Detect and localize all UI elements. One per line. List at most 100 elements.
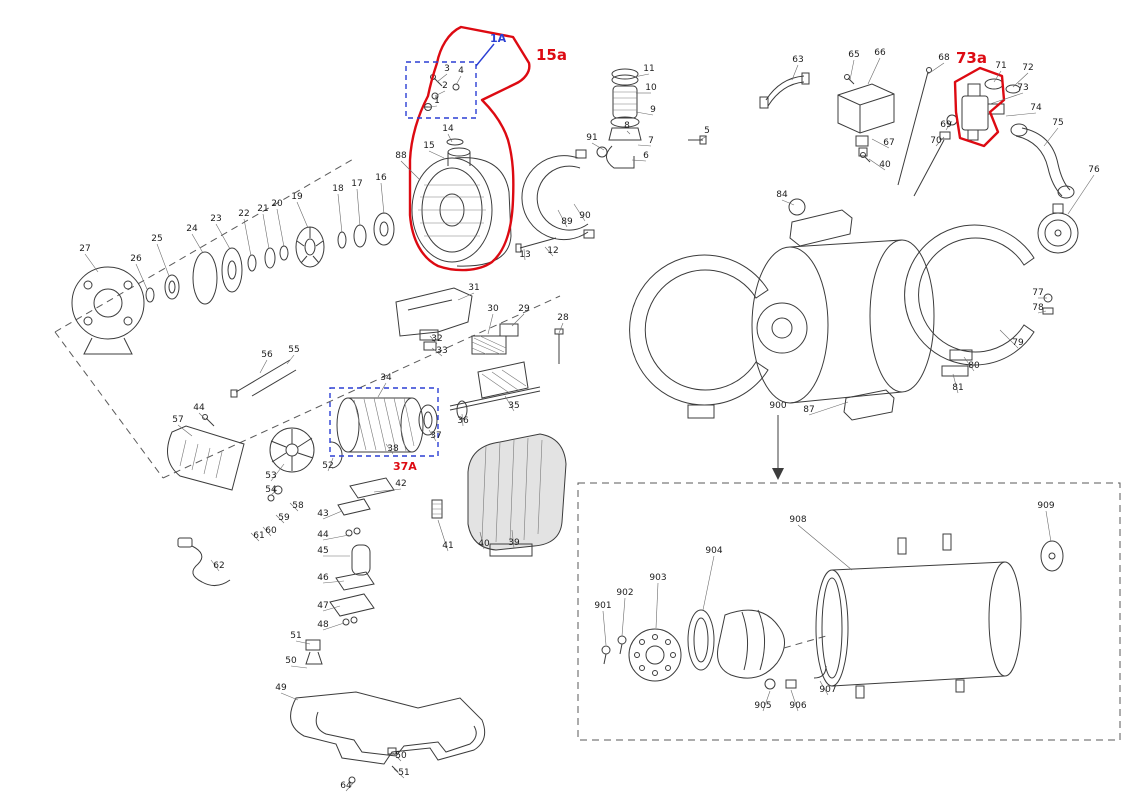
part-label-37: 37 (430, 431, 441, 441)
leader-line-50 (290, 665, 308, 669)
leader-line-69 (945, 120, 953, 131)
part-label-48: 48 (317, 620, 329, 630)
part-label-8: 8 (624, 121, 630, 131)
part-label-1: 1 (434, 96, 440, 106)
leader-line-37 (428, 429, 437, 442)
group-37a-box (329, 387, 439, 457)
part-label-33: 33 (436, 346, 447, 356)
leader-line-904 (702, 555, 715, 611)
leader-line-906 (790, 689, 799, 712)
part-label-71: 71 (995, 61, 1006, 71)
tank-covers (788, 198, 895, 421)
leader-line-63 (791, 64, 799, 81)
part-label-38: 38 (387, 444, 399, 454)
leader-line-39 (511, 529, 515, 549)
power-cord (177, 537, 231, 586)
leader-line-91 (591, 142, 605, 151)
part-label-44: 44 (193, 403, 205, 413)
leader-line-55 (286, 354, 295, 365)
part-label-73: 73 (1017, 83, 1028, 93)
part-label-89: 89 (561, 217, 573, 227)
leader-line-74 (1005, 112, 1037, 117)
leader-line-7 (637, 144, 652, 147)
part-label-4: 4 (458, 66, 464, 76)
part-label-78: 78 (1032, 303, 1044, 313)
leader-line-51 (393, 768, 405, 779)
part-label-88: 88 (395, 151, 407, 161)
leader-line-14 (447, 133, 453, 143)
part-label-25: 25 (151, 234, 162, 244)
leader-line-29 (511, 313, 525, 327)
clamp-foot-left (687, 404, 715, 419)
part-label-87: 87 (803, 405, 814, 415)
leader-line-905 (762, 690, 771, 712)
leader-line-75 (1043, 127, 1059, 147)
part-label-60: 60 (265, 526, 277, 536)
leader-line-57 (177, 424, 193, 437)
part-label-12: 12 (547, 246, 558, 256)
leader-line-15 (428, 150, 445, 159)
part-label-77: 77 (1032, 288, 1043, 298)
part-label-908: 908 (789, 515, 806, 525)
part-label-91: 91 (586, 133, 597, 143)
flange-ring (687, 609, 715, 671)
part-label-70: 70 (930, 136, 942, 146)
tank-end-cap (1040, 540, 1064, 572)
part-label-65: 65 (848, 50, 859, 60)
leader-line-32 (429, 335, 438, 345)
part-label-68: 68 (938, 53, 950, 63)
five-way-fitting (897, 67, 1021, 197)
part-label-36: 36 (457, 416, 469, 426)
part-label-39: 39 (508, 538, 520, 548)
leader-line-23 (215, 223, 231, 250)
part-label-54: 54 (265, 485, 277, 495)
leader-line-49 (280, 692, 299, 701)
part-label-44: 44 (317, 530, 329, 540)
part-label-17: 17 (351, 179, 362, 189)
part-label-10: 10 (645, 83, 657, 93)
part-label-900: 900 (769, 401, 786, 411)
construction-lines (54, 157, 561, 479)
part-label-907: 907 (819, 685, 836, 695)
part-label-16: 16 (375, 173, 387, 183)
tank-foot-lower (941, 365, 969, 377)
part-label-32: 32 (431, 334, 442, 344)
part-label-79: 79 (1012, 338, 1024, 348)
part-label-3: 3 (444, 64, 450, 74)
leader-line-51 (295, 640, 311, 645)
suction-pipe (759, 72, 810, 109)
part-label-6: 6 (643, 151, 649, 161)
part-label-905: 905 (754, 701, 771, 711)
leader-line-1 (427, 105, 438, 108)
leader-line-20 (276, 208, 285, 248)
leader-line-40 (479, 531, 485, 550)
leader-line-21 (262, 213, 270, 250)
pump-housing (411, 138, 512, 267)
leader-line-6 (631, 159, 647, 162)
leader-line-27 (84, 253, 99, 273)
part-label-42: 42 (395, 479, 406, 489)
leader-line-60 (262, 526, 272, 537)
clamp-ring-left (629, 254, 769, 406)
leader-line-50 (391, 751, 402, 762)
part-label-23: 23 (210, 214, 221, 224)
part-label-74: 74 (1030, 103, 1042, 113)
leader-line-9 (635, 111, 654, 116)
highlight-15a-outline (408, 25, 531, 272)
inset-border (577, 482, 1121, 741)
part-label-19: 19 (291, 192, 303, 202)
part-label-40: 40 (478, 539, 490, 549)
part-label-64: 64 (340, 781, 352, 791)
part-label-50: 50 (395, 751, 407, 761)
leader-lines (84, 57, 1095, 792)
part-label-30: 30 (487, 304, 499, 314)
part-label-66: 66 (874, 48, 886, 58)
part-label-45: 45 (317, 546, 328, 556)
leader-line-61 (250, 532, 260, 542)
leader-line-40 (868, 158, 886, 171)
leader-line-67 (871, 138, 890, 149)
leader-line-41 (437, 519, 449, 552)
leader-line-11 (633, 73, 650, 78)
leader-line-87 (808, 401, 849, 416)
